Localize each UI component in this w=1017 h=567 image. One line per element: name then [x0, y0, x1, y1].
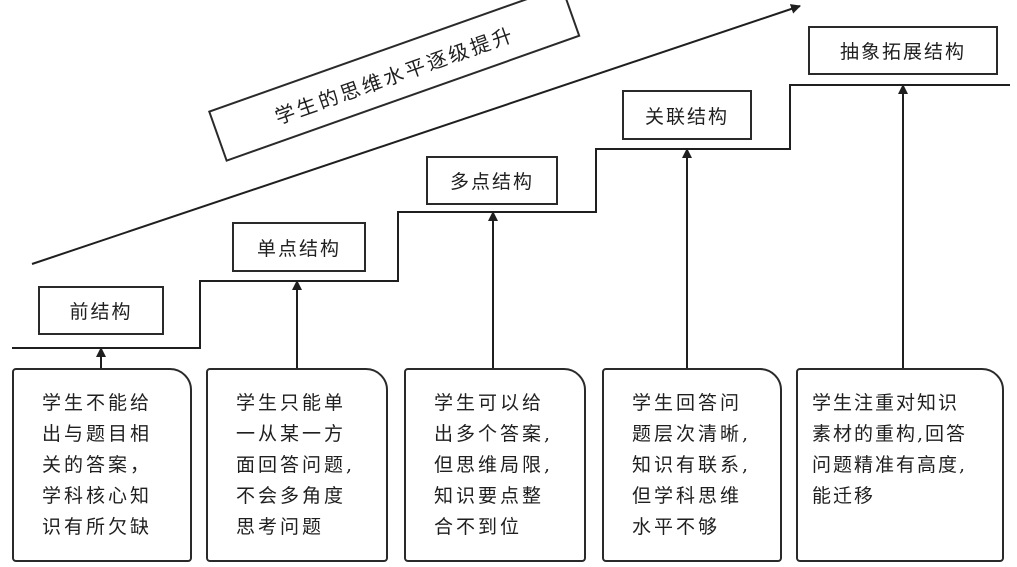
level-box-unistructural: 单点结构	[232, 222, 366, 272]
level-box-extended-abstract: 抽象拓展结构	[808, 26, 998, 75]
description-box-multistructural: 学生可以给 出多个答案, 但思维局限, 知识要点整 合不到位	[404, 368, 586, 562]
level-box-prestructural: 前结构	[38, 286, 164, 335]
level-box-multistructural: 多点结构	[426, 156, 558, 205]
description-box-relational: 学生回答问 题层次清晰, 知识有联系, 但学科思维 水平不够	[602, 368, 782, 562]
description-box-prestructural: 学生不能给 出与题目相 关的答案， 学科核心知 识有所欠缺	[12, 368, 192, 562]
level-box-relational: 关联结构	[622, 90, 752, 140]
description-box-extended-abstract: 学生注重对知识 素材的重构,回答 问题精准有高度, 能迁移	[796, 368, 1004, 562]
description-box-unistructural: 学生只能单 一从某一方 面回答问题, 不会多角度 思考问题	[206, 368, 388, 562]
progression-arrow	[31, 4, 801, 265]
